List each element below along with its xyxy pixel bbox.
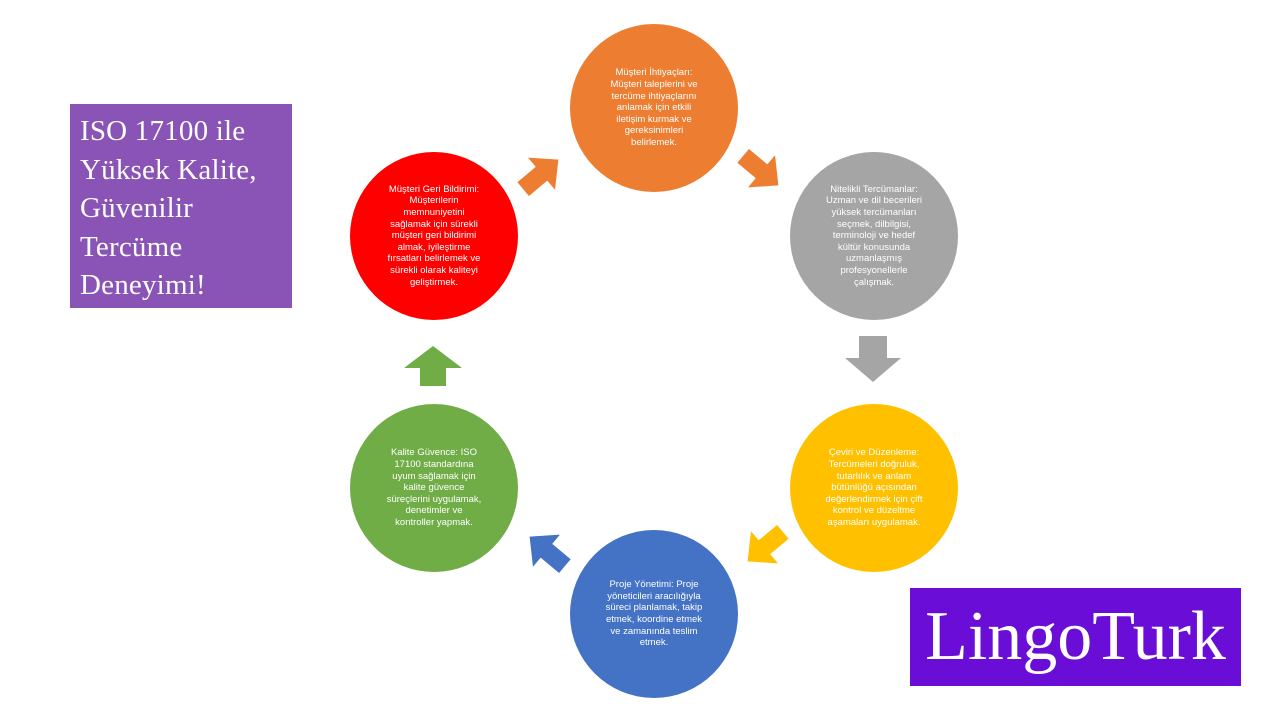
node-text: Nitelikli Tercümanlar: Uzman ve dil bece… [826,184,922,288]
node-line: geliştirmek. [409,276,459,288]
node-line: uyum sağlamak için [392,470,476,482]
node-line: süreçlerini uygulamak, [386,493,482,505]
node-text: Çeviri ve Düzenleme: Tercümeleri doğrulu… [825,447,922,528]
cycle-node-feedback: Müşteri Geri Bildirimi: Müşterilerin mem… [350,152,518,320]
arrow-icon [845,336,901,382]
cycle-node-quality: Kalite Güvence: ISO 17100 standardına uy… [350,404,518,572]
arrow-icon [517,157,559,197]
node-line: çalışmak. [853,276,895,288]
node-line: kültür konusunda [837,241,911,253]
node-line: iletişim kurmak ve [616,113,692,125]
node-line: Çeviri ve Düzenleme: [828,447,920,459]
node-line: müşteri geri bildirimi [391,230,477,242]
node-line: tutarlılık ve anlam [836,470,912,482]
node-line: Tercümeleri doğruluk, [828,459,920,471]
node-line: Proje Yönetimi: Proje [609,579,699,591]
node-line: terminoloji ve hedef [832,230,916,242]
node-line: sürekli olarak kaliteyi [390,264,478,276]
node-line: yöneticileri aracılığıyla [607,590,701,602]
node-line: uzmanlaşmış [846,253,902,265]
node-line: kontrol ve düzeltme [832,505,916,517]
arrow-icon [529,534,571,574]
logo-text: LingoTurk [925,598,1226,675]
node-line: belirlemek. [631,136,677,148]
node-text: Müşteri İhtiyaçları: Müşteri taleplerini… [610,67,697,148]
node-line: yüksek tercümanları [831,207,917,219]
title-box: ISO 17100 ile Yüksek Kalite, Güvenilir T… [70,104,292,308]
node-line: Nitelikli Tercümanlar: [830,183,918,195]
node-line: Uzman ve dil becerileri [825,195,923,207]
cycle-node-project: Proje Yönetimi: Proje yöneticileri aracı… [570,530,738,698]
node-line: denetimler ve [405,505,463,517]
node-line: etmek. [639,637,669,649]
arrow-icon [747,524,789,564]
node-text: Proje Yönetimi: Proje yöneticileri aracı… [606,579,703,649]
cycle-node-translation: Çeviri ve Düzenleme: Tercümeleri doğrulu… [790,404,958,572]
node-line: ve zamanında teslim [610,625,698,637]
node-line: etmek, koordine etmek [605,614,703,625]
logo-box: LingoTurk [910,588,1241,686]
title-line: ISO 17100 ile [80,115,246,147]
title-line: Deneyimi! [80,269,206,301]
node-line: fırsatları belirlemek ve [387,253,481,265]
cycle-node-customer-needs: Müşteri İhtiyaçları: Müşteri taleplerini… [570,24,738,192]
node-line: bütünlüğü açısından [831,482,917,494]
node-line: Müşterilerin [409,195,459,207]
title-line: Güvenilir [80,192,193,224]
node-line: 17100 standardına [394,459,474,471]
cycle-node-translators: Nitelikli Tercümanlar: Uzman ve dil bece… [790,152,958,320]
node-line: Müşteri İhtiyaçları: [615,67,693,79]
node-line: seçmek, dilbilgisi, [837,218,911,230]
node-text: Kalite Güvence: ISO 17100 standardına uy… [387,447,482,528]
node-line: değerlendirmek için çift [825,493,923,505]
node-line: kalite güvence [403,482,465,494]
node-line: Kalite Güvence: ISO [390,447,478,459]
node-text: Müşteri Geri Bildirimi: Müşterilerin mem… [388,184,481,288]
arrow-icon [737,148,779,188]
node-line: gereksinimleri [624,125,684,137]
title-line: Yüksek Kalite, [80,153,257,186]
node-line: aşamaları uygulamak. [827,516,921,528]
node-line: süreci planlamak, takip [605,602,703,614]
node-line: almak, iyileştirme [397,241,471,253]
node-line: Müşteri Geri Bildirimi: [388,183,480,195]
node-line: kontroller yapmak. [395,516,473,528]
node-line: tercüme ihtiyaçlarını [611,90,697,102]
node-line: memnuniyetini [403,207,465,219]
title-line: Tercüme [80,230,183,263]
arrow-icon [404,346,462,386]
node-line: Müşteri taleplerini ve [610,79,698,91]
node-line: sağlamak için sürekli [390,218,478,230]
node-line: profesyonellerle [840,264,908,276]
node-line: anlamak için etkili [616,102,692,114]
